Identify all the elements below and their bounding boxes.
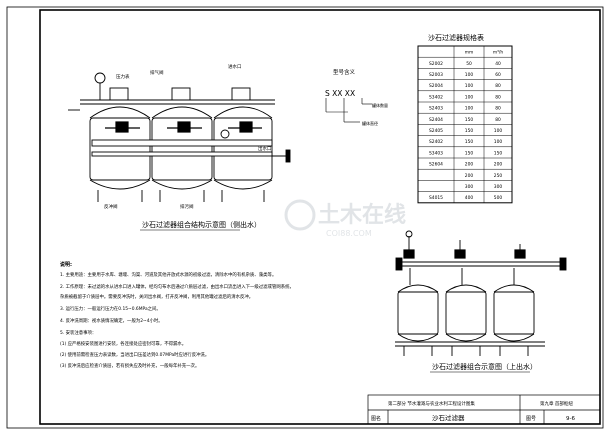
spec-cell: 150	[465, 117, 474, 123]
spec-cell: 150	[465, 150, 474, 156]
note-5-1: (1) 应严格按安装图进行安装，各连接处应密封可靠，不得漏水。	[60, 340, 186, 347]
spec-cell: 100	[465, 83, 474, 89]
outer-frame	[6, 6, 604, 429]
spec-cell: 200	[465, 162, 474, 168]
spec-cell: S2003	[429, 72, 443, 78]
spec-cell: 100	[465, 72, 474, 78]
model-legend: 型号含义 S XX XX 罐体数量 罐体直径	[325, 68, 388, 126]
title-left-label: 图名	[371, 415, 381, 422]
spec-cell: 500	[494, 195, 503, 201]
label-backwash-valve: 反冲阀	[104, 203, 118, 210]
spec-cell: 400	[465, 195, 474, 201]
spec-cell: 80	[495, 106, 501, 112]
diagram-side-labels: 压力表 排气阀 进水口 出水口 反冲阀 排污阀	[104, 63, 272, 210]
spec-cell: 250	[494, 173, 503, 179]
spec-cell: S2403	[429, 106, 443, 112]
spec-cell: S2004	[429, 83, 443, 89]
caption-top-outlet: 沙石过滤器组合示意图（上出水）	[432, 362, 537, 371]
caption-side-outlet: 沙石过滤器组合结构示意图（侧出水）	[142, 220, 261, 229]
spec-cell: 300	[494, 184, 503, 190]
note-3: 3. 运行压力：一般运行压力在0.15~0.6MPa之间。	[60, 305, 161, 312]
note-4: 4. 反冲洗周期：视水质情况确定，一般为2~4小时。	[60, 317, 163, 324]
note-2: 2. 工作原理：未过滤的水从进水口进入罐体，经均匀布水后通过介质层过滤，由出水口…	[60, 283, 294, 290]
label-pressure-gauge: 压力表	[116, 73, 130, 80]
title-block	[367, 394, 601, 425]
model-note-tank-count: 罐体数量	[372, 102, 388, 108]
label-inlet: 进水口	[228, 63, 242, 70]
title-number-label: 图号	[526, 416, 536, 422]
note-5-2: (2) 使用前需检查压力表读数，当进出口压差达到0.07MPa时应进行反冲洗。	[60, 351, 209, 358]
title-chapter: 第九章 首部枢纽	[540, 400, 573, 407]
spec-cell: 80	[495, 94, 501, 100]
notes-block: 说明: 1. 主要用途：主要用于水库、塘堰、沟渠、河道及其他开放式水源的初级过滤…	[60, 261, 294, 369]
spec-table-title: 沙石过滤器规格表	[428, 33, 484, 42]
spec-cell: 40	[495, 61, 501, 67]
note-1: 1. 主要用途：主要用于水库、塘堰、沟渠、河道及其他开放式水源的初级过滤，清除水…	[60, 271, 276, 278]
notes-heading: 说明:	[60, 261, 72, 268]
note-5-3: (3) 反冲洗后应检查介质层，若有损失应及时补充，一般每年补充一次。	[60, 362, 199, 369]
spec-cell: 150	[494, 150, 503, 156]
model-legend-title: 型号含义	[333, 68, 356, 76]
watermark: 土木在线 COI88.COM	[284, 199, 406, 238]
label-drain-valve: 排污阀	[180, 203, 194, 210]
spec-cell: 300	[465, 184, 474, 190]
watermark-sub: COI88.COM	[326, 229, 372, 238]
spec-cell: 100	[465, 94, 474, 100]
spec-cell: 200	[465, 173, 474, 179]
spec-cell: 50	[466, 61, 472, 67]
spec-header-cell: mm	[465, 51, 474, 56]
spec-cell: 80	[495, 83, 501, 89]
model-legend-code: S XX XX	[325, 89, 355, 98]
spec-cell: S2604	[429, 162, 443, 168]
title-project: 第二部分 节水灌溉与农业水利工程设计图集	[388, 400, 475, 407]
spec-header-cell: m³/h	[493, 50, 504, 56]
spec-cell: 60	[495, 72, 501, 78]
spec-cell: S3403	[429, 150, 443, 156]
diagram-side-outlet	[68, 72, 291, 202]
spec-cell: 80	[495, 117, 501, 123]
spec-cell: 100	[465, 106, 474, 112]
label-outlet: 出水口	[258, 145, 272, 152]
spec-cell: 150	[465, 128, 474, 134]
spec-cell: S2404	[429, 117, 443, 123]
spec-cell: 100	[494, 128, 503, 134]
spec-cell: S3402	[429, 94, 443, 100]
spec-cell: S4015	[429, 195, 443, 201]
title-number: 9-6	[566, 416, 575, 422]
spec-cell: S2002	[429, 61, 443, 67]
spec-cell: S2405	[429, 128, 443, 134]
diagram-top-outlet	[395, 230, 567, 356]
spec-cell: 200	[494, 162, 503, 168]
note-5: 5. 安装注意事项：	[60, 329, 96, 336]
spec-cell: 100	[494, 139, 503, 145]
watermark-main: 土木在线	[318, 202, 406, 228]
note-2b: 杂质被截留于介质层中。需要反冲洗时，关闭出水阀，打开反冲阀，利用其他罐过滤后的清…	[60, 293, 253, 300]
spec-cell: S2402	[429, 139, 443, 145]
inner-frame	[39, 9, 601, 425]
model-note-tank-diameter: 罐体直径	[362, 120, 378, 126]
spec-cell: 150	[465, 139, 474, 145]
title-drawing-name: 沙石过滤器	[432, 413, 465, 422]
label-air-valve: 排气阀	[150, 69, 164, 76]
